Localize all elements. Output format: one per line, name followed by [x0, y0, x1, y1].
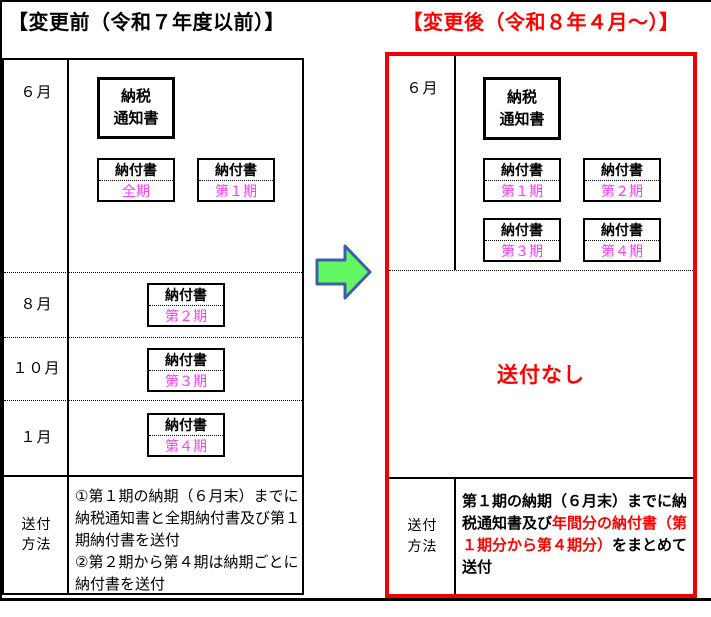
- after-month-column-divider-top: [389, 56, 456, 270]
- after-row-divider-2: [389, 477, 693, 479]
- before-method-label: 送付 方法: [21, 515, 52, 552]
- after-payment-slip-2nd: 納付書 第２期: [583, 158, 661, 202]
- payment-slip-title: 納付書: [585, 220, 659, 241]
- before-row-divider-4: [4, 475, 302, 477]
- before-payment-slip-1st: 納付書 第１期: [197, 158, 275, 202]
- before-payment-slip-2nd: 納付書 第２期: [147, 283, 225, 327]
- before-payment-slip-zenki: 納付書 全期: [97, 158, 175, 202]
- payment-slip-title: 納付書: [485, 160, 559, 181]
- before-tax-notice-box: 納税 通知書: [97, 77, 175, 139]
- payment-slip-period: 全期: [122, 183, 150, 199]
- before-month-january: １月: [20, 428, 53, 446]
- payment-slip-title: 納付書: [149, 285, 223, 306]
- before-method-text: ①第１期の納期（６月末）までに納税通知書と全期納付書及び第１期納付書を送付 ②第…: [75, 488, 301, 593]
- before-row-divider-1: [4, 272, 302, 273]
- payment-slip-period: 第２期: [165, 308, 207, 324]
- before-month-october: １０月: [12, 359, 61, 377]
- before-month-column-divider: [4, 60, 69, 593]
- payment-slip-period: 第４期: [165, 438, 207, 454]
- payment-slip-title: 納付書: [149, 415, 223, 436]
- after-table: ６月 送付 方法 納税 通知書 納付書 第１期 納付書 第２期 納付書 第３期 …: [385, 52, 697, 598]
- payment-slip-period: 第３期: [165, 373, 207, 389]
- payment-slip-period: 第３期: [501, 243, 543, 259]
- after-month-june: ６月: [406, 80, 439, 97]
- after-title: 【変更後（令和８年４月～）】: [402, 12, 680, 34]
- after-no-send-text: 送付なし: [497, 363, 585, 387]
- payment-slip-period: 第２期: [601, 183, 643, 199]
- payment-slip-period: 第１期: [501, 183, 543, 199]
- payment-slip-title: 納付書: [585, 160, 659, 181]
- after-method-label: 送付 方法: [407, 517, 438, 554]
- change-direction-arrow-icon: [315, 244, 372, 300]
- payment-slip-period: 第４期: [601, 243, 643, 259]
- before-table: ６月 ８月 １０月 １月 送付 方法 納税 通知書 納付書 全期 納付書 第１期…: [2, 58, 304, 595]
- after-payment-slip-3rd: 納付書 第３期: [483, 218, 561, 262]
- after-method-text: 第１期の納期（６月末）までに納税通知書及び年間分の納付書（第１期分から第４期分）…: [462, 493, 688, 576]
- before-month-august: ８月: [20, 295, 53, 313]
- before-payment-slip-4th: 納付書 第４期: [147, 413, 225, 457]
- payment-slip-title: 納付書: [199, 160, 273, 181]
- before-row-divider-3: [4, 400, 302, 401]
- after-tax-notice-box: 納税 通知書: [483, 77, 561, 140]
- payment-slip-title: 納付書: [149, 350, 223, 371]
- before-title: 【変更前（令和７年度以前）】: [8, 12, 285, 34]
- before-payment-slip-3rd: 納付書 第３期: [147, 348, 225, 392]
- after-month-column-divider-bottom: [389, 477, 456, 594]
- after-payment-slip-4th: 納付書 第４期: [583, 218, 661, 262]
- payment-slip-title: 納付書: [99, 160, 173, 181]
- payment-slip-period: 第１期: [215, 183, 257, 199]
- before-month-june: ６月: [20, 84, 53, 101]
- payment-slip-title: 納付書: [485, 220, 559, 241]
- figure-outer-frame: [0, 0, 711, 601]
- after-row-divider-1: [389, 270, 693, 271]
- after-payment-slip-1st: 納付書 第１期: [483, 158, 561, 202]
- before-row-divider-2: [4, 337, 302, 338]
